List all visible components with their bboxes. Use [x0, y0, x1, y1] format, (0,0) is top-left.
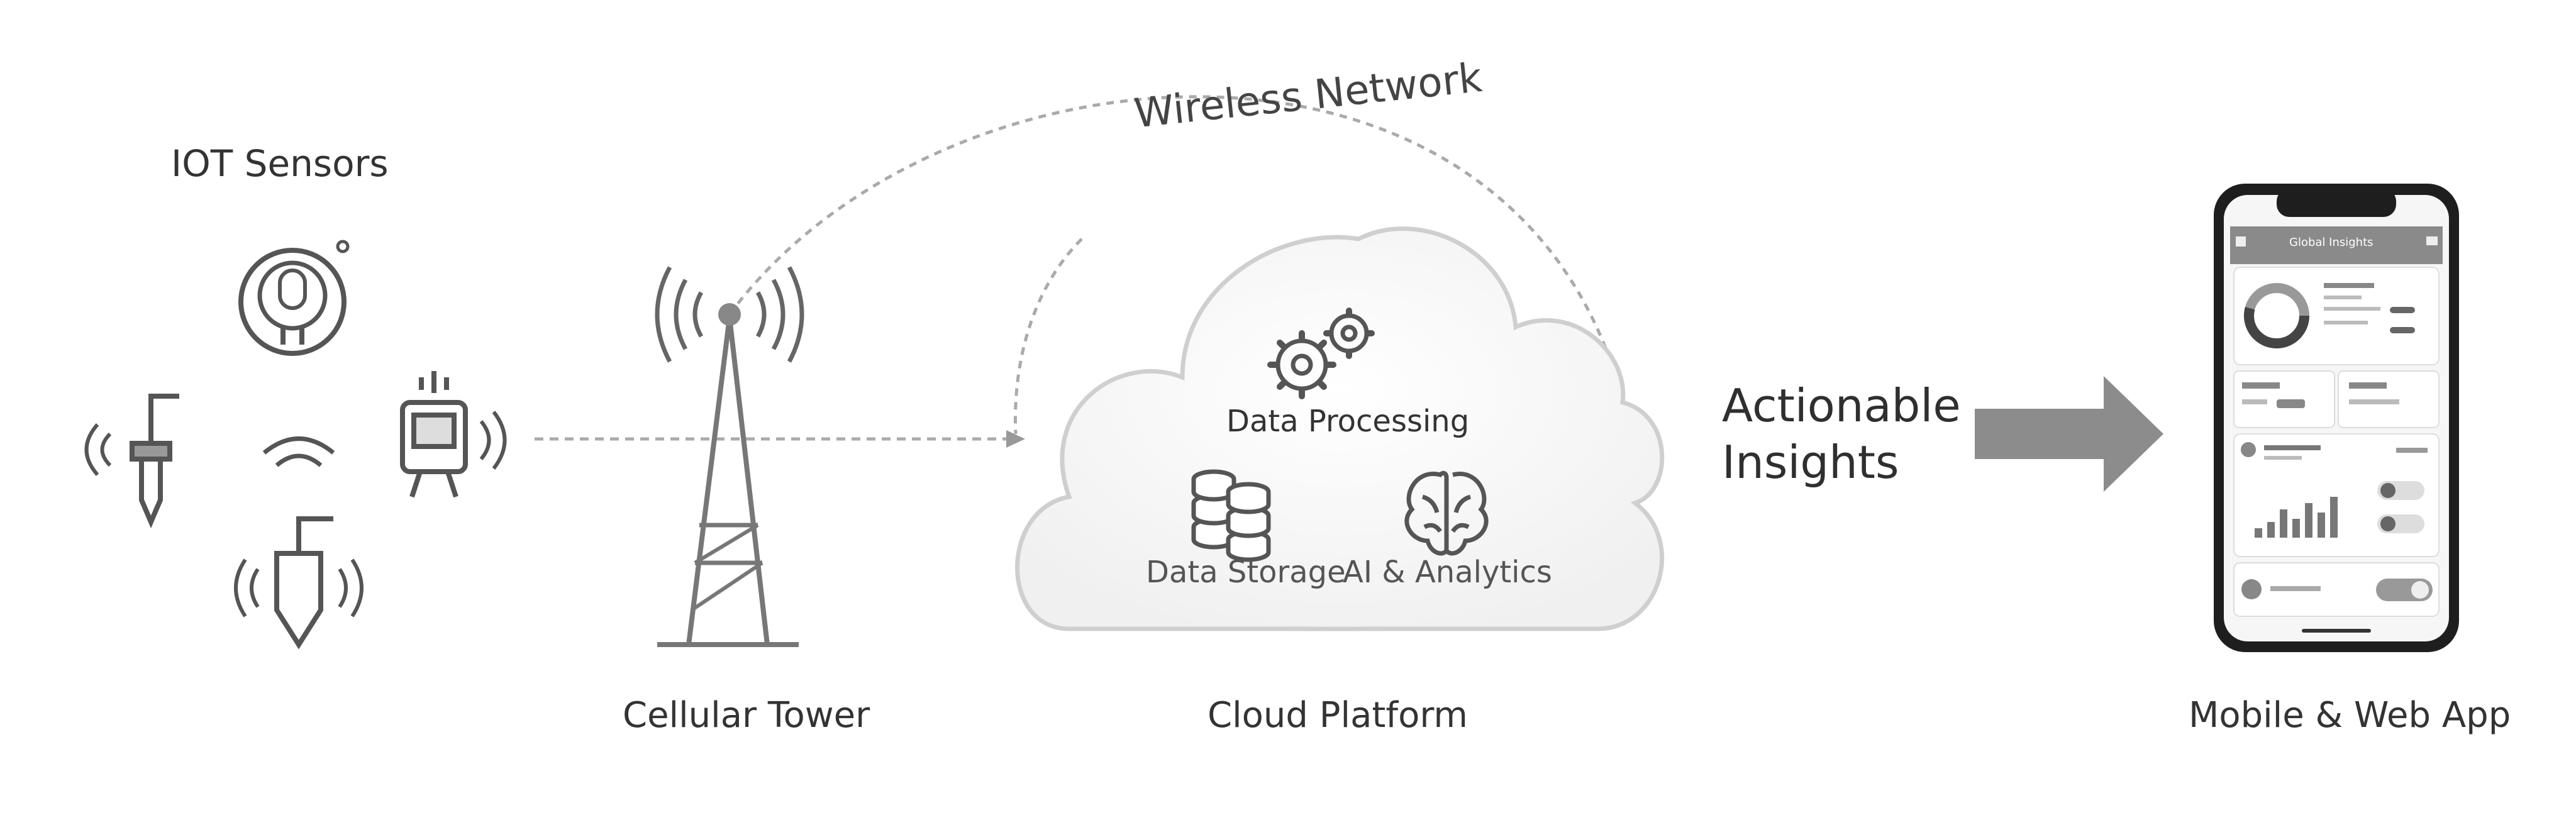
- ai-analytics-label: AI & Analytics: [1343, 555, 1552, 590]
- iot-sensors-label: IOT Sensors: [171, 142, 389, 185]
- smartphone: [2214, 184, 2459, 652]
- cellular-tower: [657, 303, 799, 647]
- actionable-label: Actionable: [1722, 379, 1961, 432]
- wifi-icon: [262, 436, 335, 467]
- arrow-right-icon: [1975, 376, 2163, 492]
- soil-sensor-icon: [234, 516, 364, 650]
- smart-sensor-icon: [238, 240, 350, 356]
- wireless-return-arc: [1014, 238, 1083, 435]
- wireless-arc: [728, 95, 1631, 428]
- cloud-shape: [1015, 226, 1665, 631]
- database-icon: [1191, 469, 1271, 562]
- phone-header-title: Global Insights: [2289, 236, 2373, 249]
- probe-sensor-icon: [84, 394, 179, 529]
- cellular-tower-label: Cellular Tower: [623, 695, 870, 736]
- data-processing-label: Data Processing: [1226, 404, 1470, 439]
- insights-label: Insights: [1722, 436, 1899, 489]
- cloud-platform-label: Cloud Platform: [1208, 695, 1468, 736]
- cloud-entry-arrowhead: [1006, 430, 1025, 448]
- brain-icon: [1404, 470, 1489, 556]
- mobile-web-app-label: Mobile & Web App: [2189, 695, 2511, 736]
- data-storage-label: Data Storage: [1146, 555, 1346, 590]
- gears-icon: [1267, 308, 1375, 399]
- antenna-icon: [655, 266, 804, 363]
- monitor-sensor-icon: [400, 371, 507, 498]
